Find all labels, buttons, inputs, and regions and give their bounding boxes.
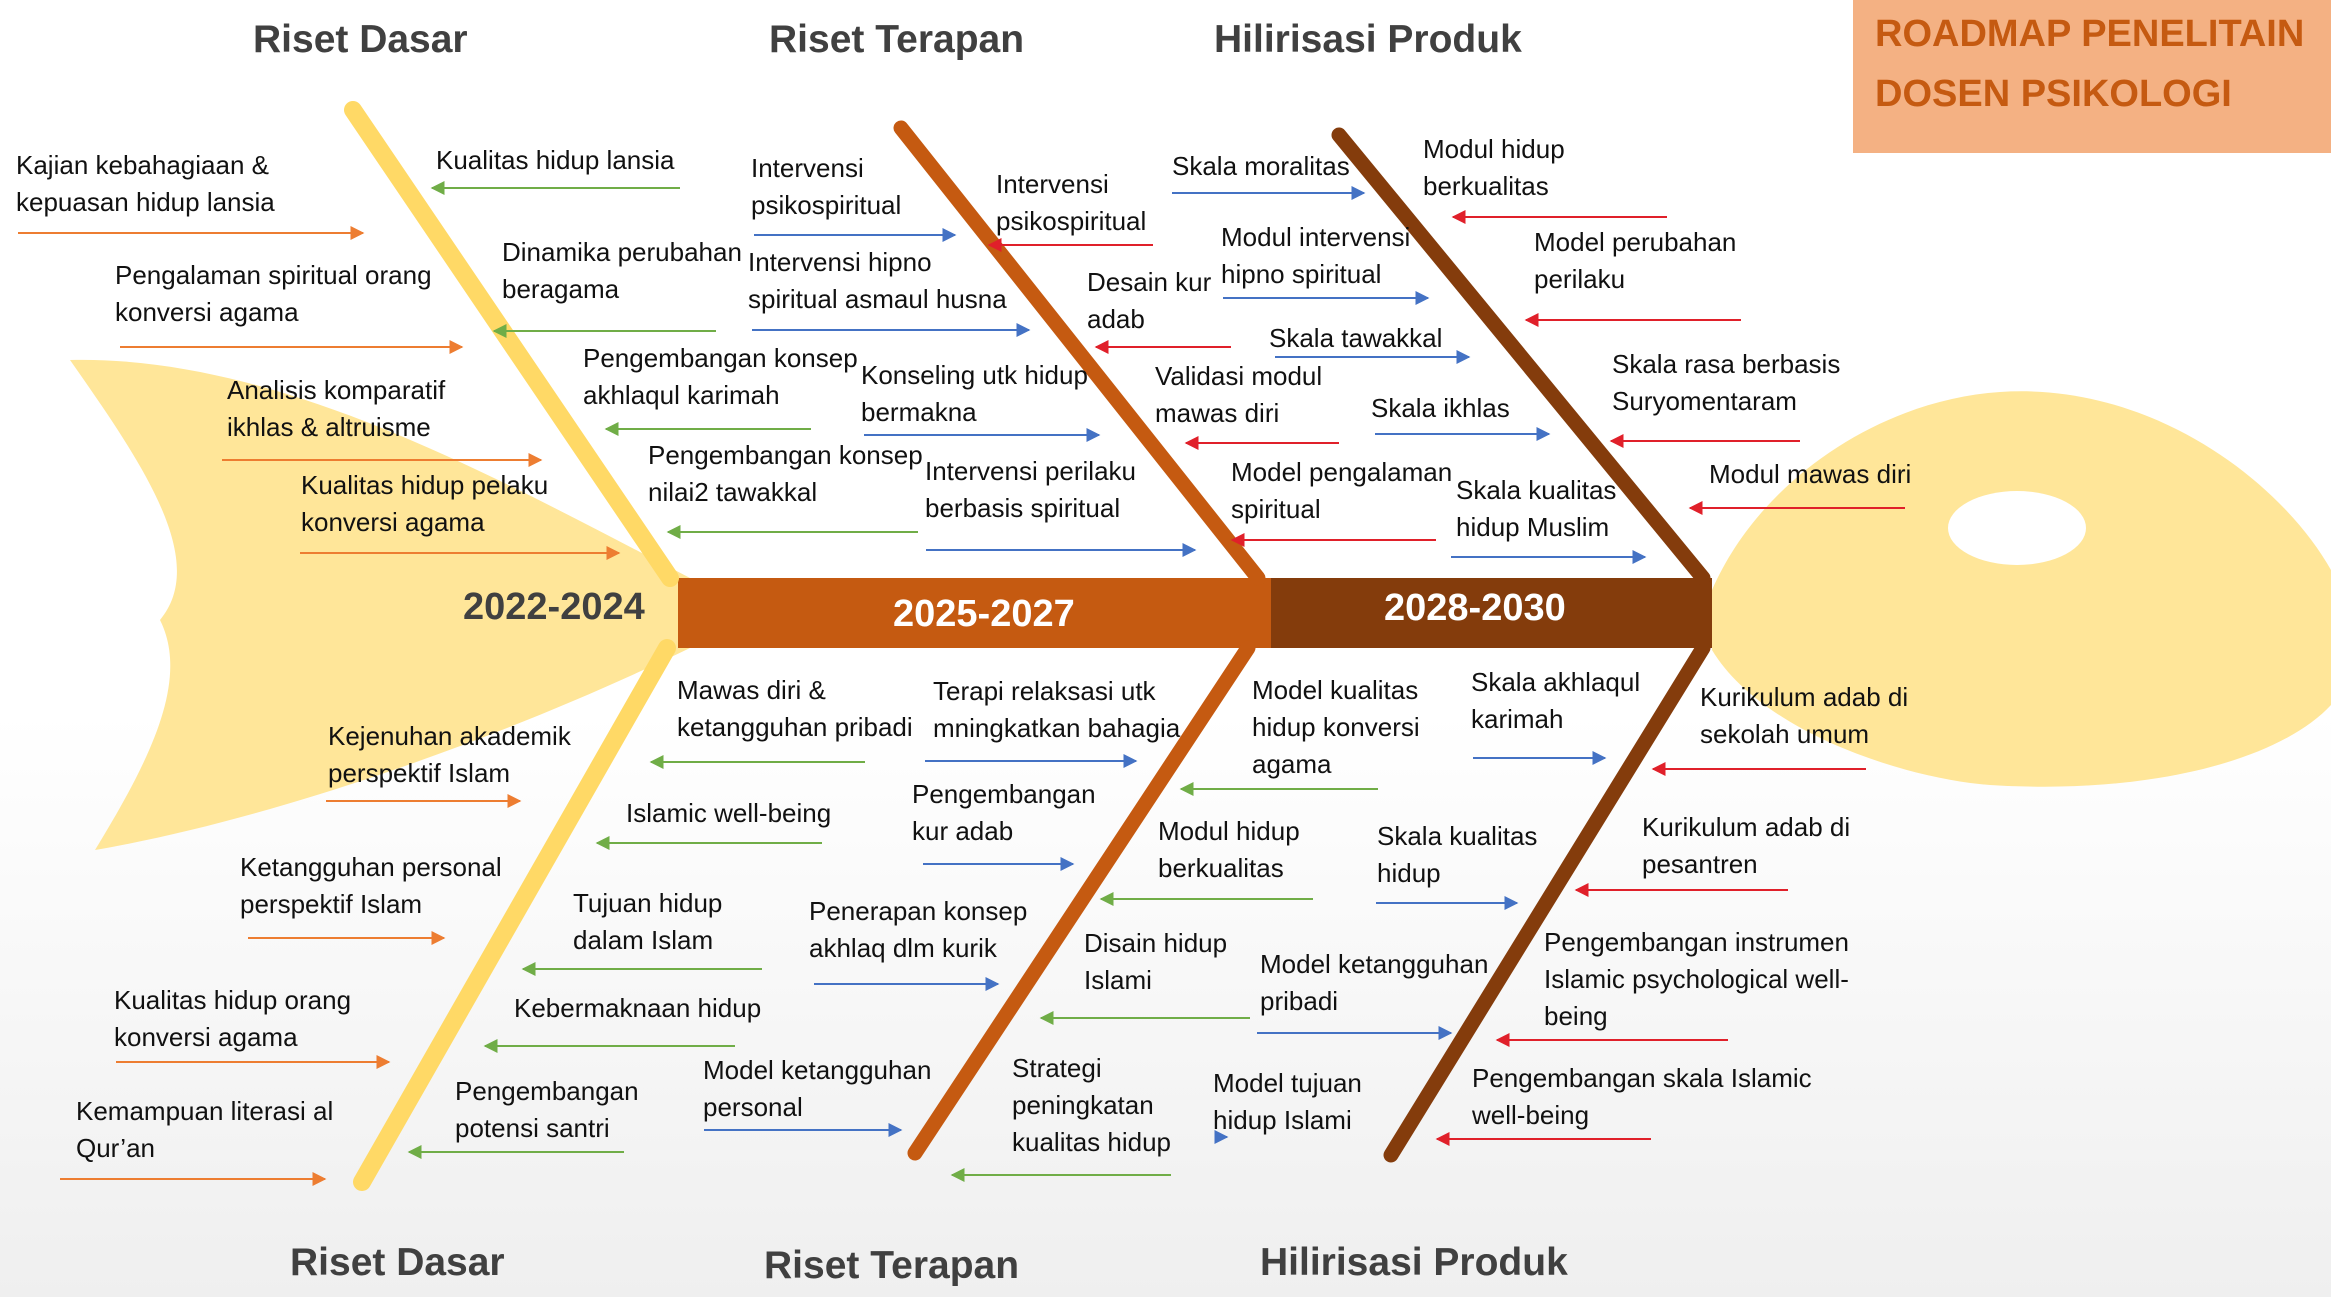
- topic-label-hilirisasi-bottom: Model kualitas hidup konversi agama: [1252, 675, 1420, 779]
- topic-label-hilirisasi-top: Modul mawas diri: [1709, 459, 1912, 489]
- topic-label-terapan-bottom: Pengembangan kur adab: [912, 779, 1096, 846]
- topic-label-dasar-top: Kualitas hidup pelaku konversi agama: [301, 470, 549, 537]
- topic-label-terapan-top: Konseling utk hidup bermakna: [861, 360, 1088, 427]
- bone-hilirisasi-bottom: [1383, 640, 1711, 1163]
- topic-label-dasar-top: Dinamika perubahan beragama: [502, 237, 742, 304]
- topic-label-hilirisasi-top: Model perubahan perilaku: [1534, 227, 1737, 294]
- period-2022-2024: 2022-2024: [463, 586, 645, 628]
- topic-label-dasar-top: Kajian kebahagiaan & kepuasan hidup lans…: [16, 150, 275, 217]
- period-2025-2027: 2025-2027: [893, 593, 1075, 635]
- topic-label-hilirisasi-top: Skala rasa berbasis Suryomentaram: [1612, 349, 1841, 416]
- topic-label-hilirisasi-top: Modul intervensi hipno spiritual: [1221, 222, 1411, 289]
- topic-label-hilirisasi-bottom: Pengembangan skala Islamic well-being: [1472, 1063, 1812, 1130]
- topic-label-hilirisasi-top: Skala kualitas hidup Muslim: [1456, 475, 1617, 542]
- topic-label-dasar-top: Pengembangan konsep akhlaqul karimah: [583, 343, 858, 410]
- topic-label-hilirisasi-bottom: Disain hidup Islami: [1084, 928, 1228, 995]
- topic-label-hilirisasi-bottom: Skala akhlaqul karimah: [1471, 667, 1641, 734]
- topic-label-hilirisasi-bottom: Kurikulum adab di sekolah umum: [1700, 682, 1909, 749]
- topic-label-terapan-bottom: Model ketangguhan personal: [703, 1055, 932, 1122]
- topic-label-hilirisasi-top: Model pengalaman spiritual: [1231, 457, 1453, 524]
- topic-label-dasar-bottom: Kejenuhan akademik perspektif Islam: [328, 721, 571, 788]
- topic-label-terapan-bottom: Penerapan konsep akhlaq dlm kurik: [809, 896, 1028, 963]
- header-riset-terapan-top: Riset Terapan: [769, 18, 1025, 61]
- bone-terapan-bottom: [907, 640, 1256, 1161]
- spine-2025-2027: [678, 578, 1271, 648]
- topic-label-dasar-bottom: Tujuan hidup dalam Islam: [573, 888, 723, 955]
- topic-label-dasar-bottom: Ketangguhan personal perspektif Islam: [240, 852, 502, 919]
- topic-label-hilirisasi-bottom: Kurikulum adab di pesantren: [1642, 812, 1851, 879]
- topic-label-terapan-top: Intervensi perilaku berbasis spiritual: [925, 456, 1136, 523]
- fish-eye: [1948, 491, 2086, 565]
- header-hilirisasi-bottom: Hilirisasi Produk: [1260, 1241, 1568, 1284]
- bone-hilirisasi-top: [1331, 127, 1711, 586]
- fish-head: [1712, 391, 2331, 787]
- topic-label-hilirisasi-top: Modul hidup berkualitas: [1423, 134, 1565, 201]
- topic-label-terapan-bottom: Strategi peningkatan kualitas hidup: [1012, 1053, 1171, 1157]
- topic-label-hilirisasi-bottom: Pengembangan instrumen Islamic psycholog…: [1544, 927, 1849, 1031]
- header-hilirisasi-top: Hilirisasi Produk: [1214, 18, 1522, 61]
- topic-label-dasar-top: Analisis komparatif ikhlas & altruisme: [227, 375, 446, 442]
- topic-label-hilirisasi-bottom: Skala kualitas hidup: [1377, 821, 1538, 888]
- topic-label-hilirisasi-top: Skala moralitas: [1172, 151, 1350, 181]
- title-box: ROADMAP PENELITAIN DOSEN PSIKOLOGI: [1853, 0, 2331, 153]
- header-riset-terapan-bottom: Riset Terapan: [764, 1244, 1020, 1287]
- topic-label-dasar-bottom: Islamic well-being: [626, 798, 832, 828]
- topic-label-hilirisasi-top: Validasi modul mawas diri: [1155, 361, 1323, 428]
- header-riset-dasar-bottom: Riset Dasar: [290, 1241, 505, 1284]
- topic-label-hilirisasi-bottom: Model tujuan hidup Islami: [1213, 1068, 1362, 1135]
- topic-label-terapan-top: Intervensi psikospiritual: [996, 169, 1147, 236]
- spine-2028-2030: [1271, 578, 1712, 648]
- topic-label-dasar-top: Pengalaman spiritual orang konversi agam…: [115, 260, 432, 327]
- period-2028-2030: 2028-2030: [1384, 587, 1566, 629]
- bone-terapan-top: [893, 120, 1266, 586]
- bone-dasar-top: [344, 101, 679, 587]
- topic-label-hilirisasi-top: Skala ikhlas: [1371, 393, 1510, 423]
- roadmap-title: ROADMAP PENELITAIN DOSEN PSIKOLOGI: [1875, 13, 2305, 115]
- spine-2022-2024: [300, 578, 678, 648]
- topic-label-terapan-top: Intervensi psikospiritual: [751, 153, 902, 220]
- topic-label-dasar-bottom: Kemampuan literasi al Qur’an: [76, 1096, 334, 1163]
- topic-label-dasar-bottom: Mawas diri & ketangguhan pribadi: [677, 675, 913, 742]
- topic-label-dasar-bottom: Kebermaknaan hidup: [514, 993, 762, 1023]
- topic-arrows: [18, 181, 1905, 1186]
- topic-label-terapan-top: Desain kur adab: [1087, 267, 1212, 334]
- topic-label-dasar-bottom: Pengembangan potensi santri: [455, 1076, 639, 1143]
- topic-label-hilirisasi-top: Skala tawakkal: [1269, 323, 1443, 353]
- topic-label-dasar-top: Pengembangan konsep nilai2 tawakkal: [648, 440, 923, 507]
- topic-label-hilirisasi-bottom: Modul hidup berkualitas: [1158, 816, 1300, 883]
- topic-label-dasar-top: Kualitas hidup lansia: [436, 145, 675, 175]
- topic-label-terapan-top: Intervensi hipno spiritual asmaul husna: [748, 247, 1007, 314]
- bone-dasar-bottom: [353, 639, 676, 1191]
- topic-label-dasar-bottom: Kualitas hidup orang konversi agama: [114, 985, 352, 1052]
- header-riset-dasar-top: Riset Dasar: [253, 18, 468, 61]
- topic-label-hilirisasi-bottom: Model ketangguhan pribadi: [1260, 949, 1489, 1016]
- topic-label-terapan-bottom: Terapi relaksasi utk mningkatkan bahagia: [933, 676, 1181, 743]
